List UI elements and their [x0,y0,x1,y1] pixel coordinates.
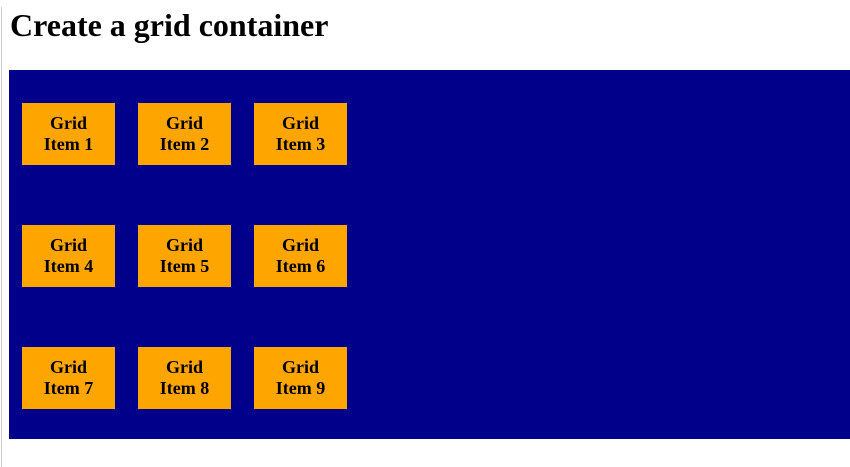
grid-item-1: Grid Item 1 [22,102,115,165]
grid-item-4-line1: Grid [49,235,87,256]
grid-item-9: Grid Item 9 [254,346,347,409]
grid-item-3: Grid Item 3 [254,102,347,165]
grid-item-2-line1: Grid [165,113,203,134]
grid-item-1-line1: Grid [49,113,87,134]
grid-item-5-line2: Item 5 [159,255,210,276]
grid-item-7-line1: Grid [49,357,87,378]
window-edge-line [1,7,2,467]
page-title: Create a grid container [10,7,329,43]
grid-item-3-line1: Grid [281,113,319,134]
grid-item-3-line2: Item 3 [275,133,326,154]
grid-item-6-line1: Grid [281,235,319,256]
grid-item-7-line2: Item 7 [43,377,94,398]
grid-container: Grid Item 1 Grid Item 2 Grid Item 3 Grid… [9,69,850,439]
grid-item-9-line1: Grid [281,357,319,378]
grid-item-4: Grid Item 4 [22,224,115,287]
grid-item-4-line2: Item 4 [43,255,94,276]
grid-item-5-line1: Grid [165,235,203,256]
grid-item-2-line2: Item 2 [159,133,210,154]
grid-item-8: Grid Item 8 [138,346,231,409]
grid-item-6: Grid Item 6 [254,224,347,287]
grid-item-7: Grid Item 7 [22,346,115,409]
grid-item-5: Grid Item 5 [138,224,231,287]
grid-item-2: Grid Item 2 [138,102,231,165]
grid-item-8-line1: Grid [165,357,203,378]
grid-item-8-line2: Item 8 [159,377,210,398]
grid-item-9-line2: Item 9 [275,377,326,398]
grid-item-6-line2: Item 6 [275,255,326,276]
grid-item-1-line2: Item 1 [43,133,94,154]
